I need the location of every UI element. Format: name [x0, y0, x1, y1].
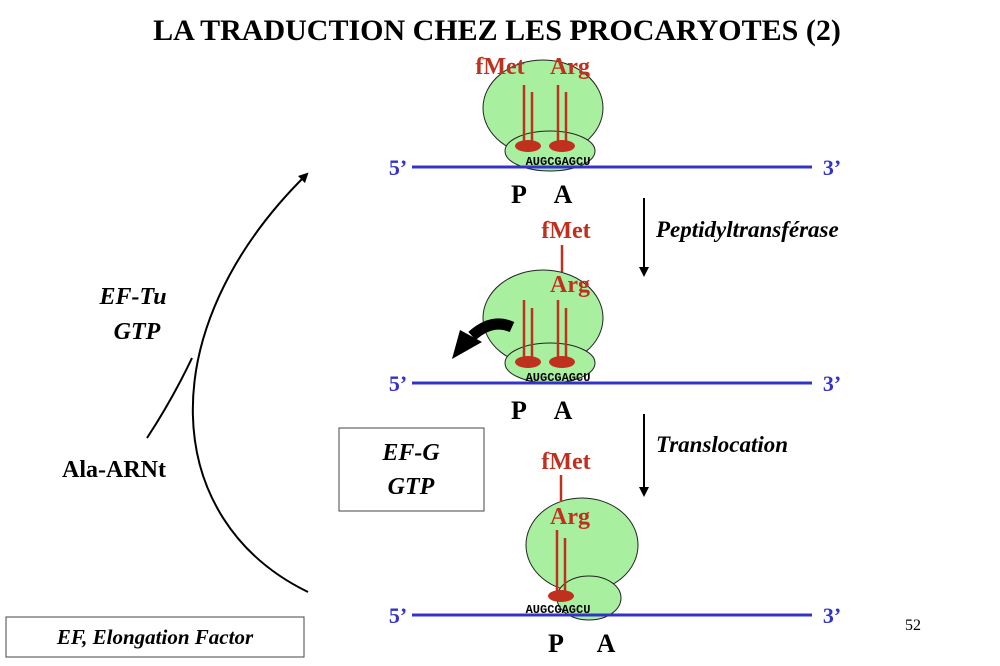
stage-2: fMet Arg AUGCGAGCU 5’ 3’ P A: [389, 218, 841, 425]
trna-exit-arrowhead: [452, 330, 482, 359]
codon-sequence: AUGCGAGCU: [526, 603, 591, 617]
footnote-text: EF, Elongation Factor: [56, 625, 254, 649]
a-site-label: A: [554, 180, 573, 209]
a-site-label: A: [554, 396, 573, 425]
three-prime-end: 3’: [823, 371, 841, 396]
p-site-label: P: [511, 180, 527, 209]
page-title: LA TRADUCTION CHEZ LES PROCARYOTES (2): [153, 14, 841, 47]
aa-trna-input-line: [146, 357, 193, 439]
page-number: 52: [905, 617, 921, 634]
efg-box: EF-G GTP: [338, 427, 485, 512]
cycle-arrow: [191, 172, 309, 593]
five-prime-end: 5’: [389, 155, 407, 180]
a-site-label: A: [597, 629, 616, 658]
amino-acid-arg: Arg: [550, 54, 590, 80]
trna-p-site: [515, 85, 541, 152]
p-site-label: P: [548, 629, 564, 658]
three-prime-end: 3’: [823, 603, 841, 628]
codon-sequence: AUGCGAGCU: [526, 371, 591, 385]
eftu-label: EF-Tu: [98, 284, 166, 310]
trna-p-site: [515, 300, 541, 368]
trna-a-site: [549, 85, 575, 152]
trna-p-site: [548, 530, 574, 602]
step-label-translocation: Translocation: [656, 432, 788, 457]
efg-gtp-label: GTP: [388, 474, 435, 500]
five-prime-end: 5’: [389, 603, 407, 628]
stage-1: fMet Arg AUGCGAGCU 5’ 3’ P A: [389, 54, 841, 209]
trna-exit-arrow: [468, 318, 515, 341]
ala-trna-label: Ala-ARNt: [62, 457, 166, 483]
eftu-gtp-label: GTP: [114, 319, 161, 345]
footnote-box: EF, Elongation Factor: [5, 616, 305, 658]
amino-acid-fmet: fMet: [475, 54, 524, 80]
efg-label: EF-G: [381, 440, 440, 466]
step-label-peptidyltransferase: Peptidyltransférase: [655, 217, 839, 242]
amino-acid-fmet: fMet: [541, 449, 590, 475]
p-site-label: P: [511, 396, 527, 425]
trna-a-site: [549, 300, 575, 368]
amino-acid-fmet: fMet: [541, 218, 590, 244]
three-prime-end: 3’: [823, 155, 841, 180]
stage-3: fMet Arg AUGCGAGCU 5’ 3’ P A: [389, 449, 841, 658]
amino-acid-arg: Arg: [550, 504, 590, 530]
codon-sequence: AUGCGAGCU: [526, 155, 591, 169]
five-prime-end: 5’: [389, 371, 407, 396]
amino-acid-arg: Arg: [550, 272, 590, 298]
